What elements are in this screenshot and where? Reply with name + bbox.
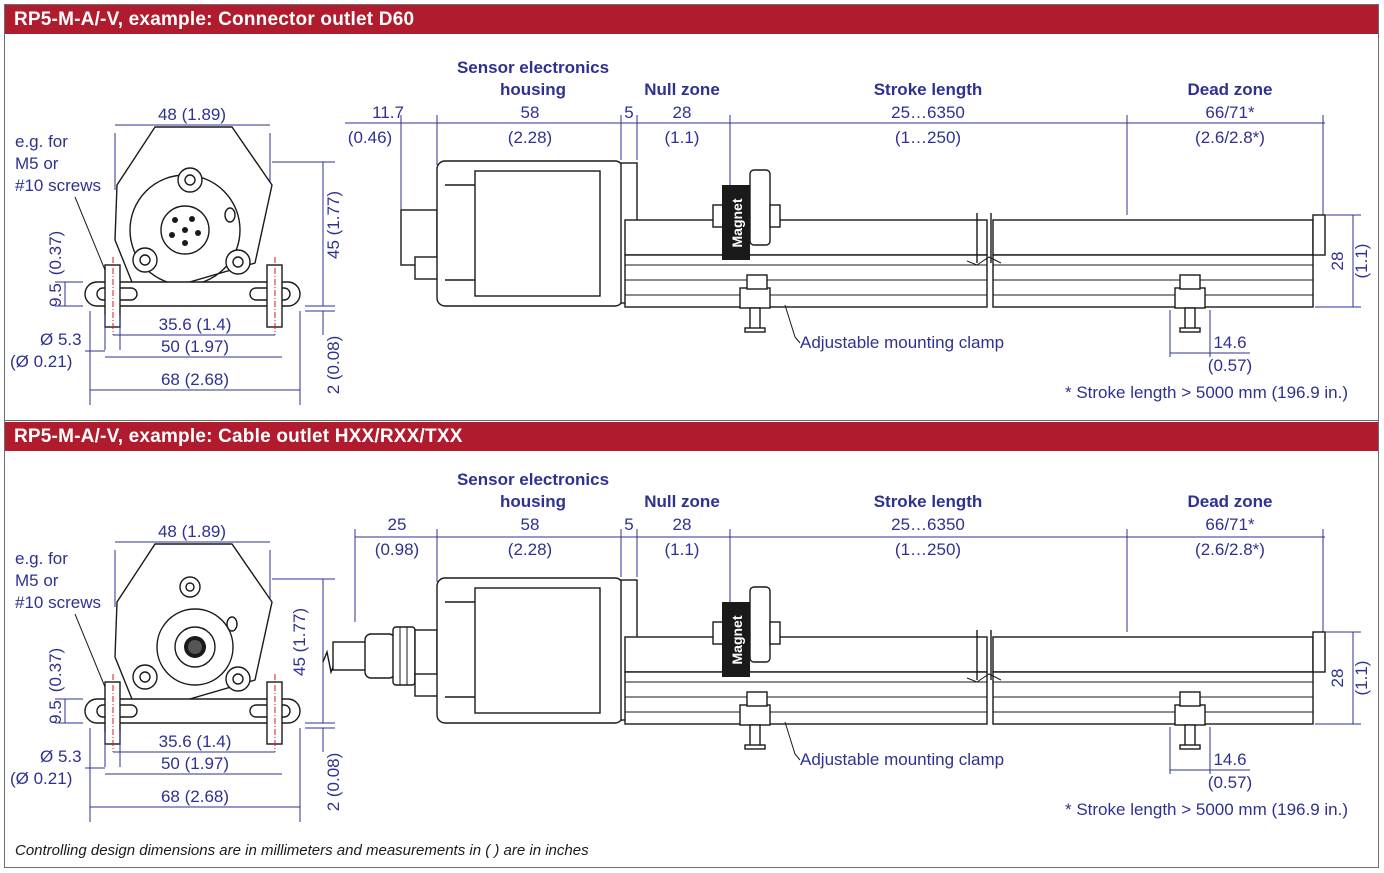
gap-label: 5 — [624, 103, 633, 122]
stroke-length-label: Stroke length — [874, 492, 983, 511]
foot-height-inch: (0.37) — [46, 231, 65, 275]
front-view-cable: 48 (1.89) e.g. for M5 or #10 screws 45 (… — [10, 522, 343, 822]
null-zone-label: Null zone — [644, 492, 720, 511]
clamp-label: Adjustable mounting clamp — [800, 750, 1004, 769]
screws-note-line3: #10 screws — [15, 593, 101, 612]
null-zone-label: Null zone — [644, 80, 720, 99]
face-width-label: 48 (1.89) — [158, 105, 226, 124]
outlet-length-mm: 11.7 — [372, 103, 404, 122]
housing-length-mm: 58 — [521, 103, 540, 122]
clamp-dimension-mm: 14.6 — [1213, 333, 1246, 352]
housing-label-line2: housing — [500, 80, 566, 99]
stroke-footnote: * Stroke length > 5000 mm (196.9 in.) — [1065, 800, 1348, 819]
magnet-label: Magnet — [729, 198, 745, 247]
drawing-cable-outlet: 48 (1.89) e.g. for M5 or #10 screws 45 (… — [10, 470, 1371, 822]
null-zone-mm: 28 — [673, 515, 692, 534]
magnet-label: Magnet — [729, 615, 745, 664]
screws-note-line1: e.g. for — [15, 132, 68, 151]
housing-label-line1: Sensor electronics — [457, 470, 609, 489]
housing-length-mm: 58 — [521, 515, 540, 534]
clamp-dimension-inch: (0.57) — [1208, 356, 1252, 375]
front-view: 48 (1.89) e.g. for M5 or #10 screws 45 (… — [10, 105, 343, 405]
screws-note-line1: e.g. for — [15, 549, 68, 568]
clamp-dimension-mm: 14.6 — [1213, 750, 1246, 769]
null-zone-inch: (1.1) — [665, 128, 700, 147]
stroke-length-mm: 25…6350 — [891, 515, 965, 534]
null-zone-mm: 28 — [673, 103, 692, 122]
face-height-label: 45 (1.77) — [290, 608, 309, 676]
outlet-length-mm: 25 — [388, 515, 407, 534]
foot-width-label: 50 (1.97) — [161, 754, 229, 773]
dead-zone-inch: (2.6/2.8*) — [1195, 128, 1265, 147]
stroke-length-label: Stroke length — [874, 80, 983, 99]
profile-height-mm: 28 — [1328, 252, 1347, 271]
stroke-length-inch: (1…250) — [895, 540, 961, 559]
dead-zone-mm: 66/71* — [1205, 103, 1255, 122]
profile-height-inch: (1.1) — [1352, 661, 1371, 696]
dead-zone-label: Dead zone — [1187, 492, 1272, 511]
overall-width-label: 68 (2.68) — [161, 370, 229, 389]
drawing-connector-outlet: 48 (1.89) e.g. for M5 or #10 screws 45 (… — [10, 58, 1371, 405]
screws-note-line2: M5 or — [15, 571, 59, 590]
drawing-frame — [4, 4, 1379, 868]
dead-zone-mm: 66/71* — [1205, 515, 1255, 534]
units-footnote: Controlling design dimensions are in mil… — [15, 842, 589, 859]
overall-width-label: 68 (2.68) — [161, 787, 229, 806]
housing-label-line1: Sensor electronics — [457, 58, 609, 77]
profile-height-mm: 28 — [1328, 669, 1347, 688]
foot-height-mm: 9.5 — [46, 700, 65, 724]
base-thickness-label: 2 (0.08) — [324, 336, 343, 395]
housing-length-inch: (2.28) — [508, 128, 552, 147]
side-view-cable: Sensor electronics housing Null zone Str… — [322, 470, 1371, 819]
hole-spacing-label: 35.6 (1.4) — [159, 732, 232, 751]
housing-label-line2: housing — [500, 492, 566, 511]
hole-diameter-mm: Ø 5.3 — [40, 330, 82, 349]
hole-spacing-label: 35.6 (1.4) — [159, 315, 232, 334]
side-view: Sensor electronics housing Null zone Str… — [345, 58, 1371, 402]
outlet-length-inch: (0.98) — [375, 540, 419, 559]
foot-height-mm: 9.5 — [46, 283, 65, 307]
section-divider — [4, 420, 1379, 421]
gap-label: 5 — [624, 515, 633, 534]
foot-width-label: 50 (1.97) — [161, 337, 229, 356]
stroke-footnote: * Stroke length > 5000 mm (196.9 in.) — [1065, 383, 1348, 402]
clamp-label: Adjustable mounting clamp — [800, 333, 1004, 352]
section-title-connector: RP5-M-A/-V, example: Connector outlet D6… — [5, 5, 1378, 34]
outlet-length-inch: (0.46) — [348, 128, 392, 147]
foot-height-inch: (0.37) — [46, 648, 65, 692]
clamp-dimension-inch: (0.57) — [1208, 773, 1252, 792]
dead-zone-inch: (2.6/2.8*) — [1195, 540, 1265, 559]
section-title-cable: RP5-M-A/-V, example: Cable outlet HXX/RX… — [5, 422, 1378, 451]
face-height-label: 45 (1.77) — [324, 191, 343, 259]
dead-zone-label: Dead zone — [1187, 80, 1272, 99]
hole-diameter-inch: (Ø 0.21) — [10, 352, 72, 371]
face-width-label: 48 (1.89) — [158, 522, 226, 541]
screws-note-line3: #10 screws — [15, 176, 101, 195]
hole-diameter-mm: Ø 5.3 — [40, 747, 82, 766]
hole-diameter-inch: (Ø 0.21) — [10, 769, 72, 788]
stroke-length-mm: 25…6350 — [891, 103, 965, 122]
base-thickness-label: 2 (0.08) — [324, 753, 343, 812]
housing-length-inch: (2.28) — [508, 540, 552, 559]
null-zone-inch: (1.1) — [665, 540, 700, 559]
stroke-length-inch: (1…250) — [895, 128, 961, 147]
screws-note-line2: M5 or — [15, 154, 59, 173]
profile-height-inch: (1.1) — [1352, 244, 1371, 279]
